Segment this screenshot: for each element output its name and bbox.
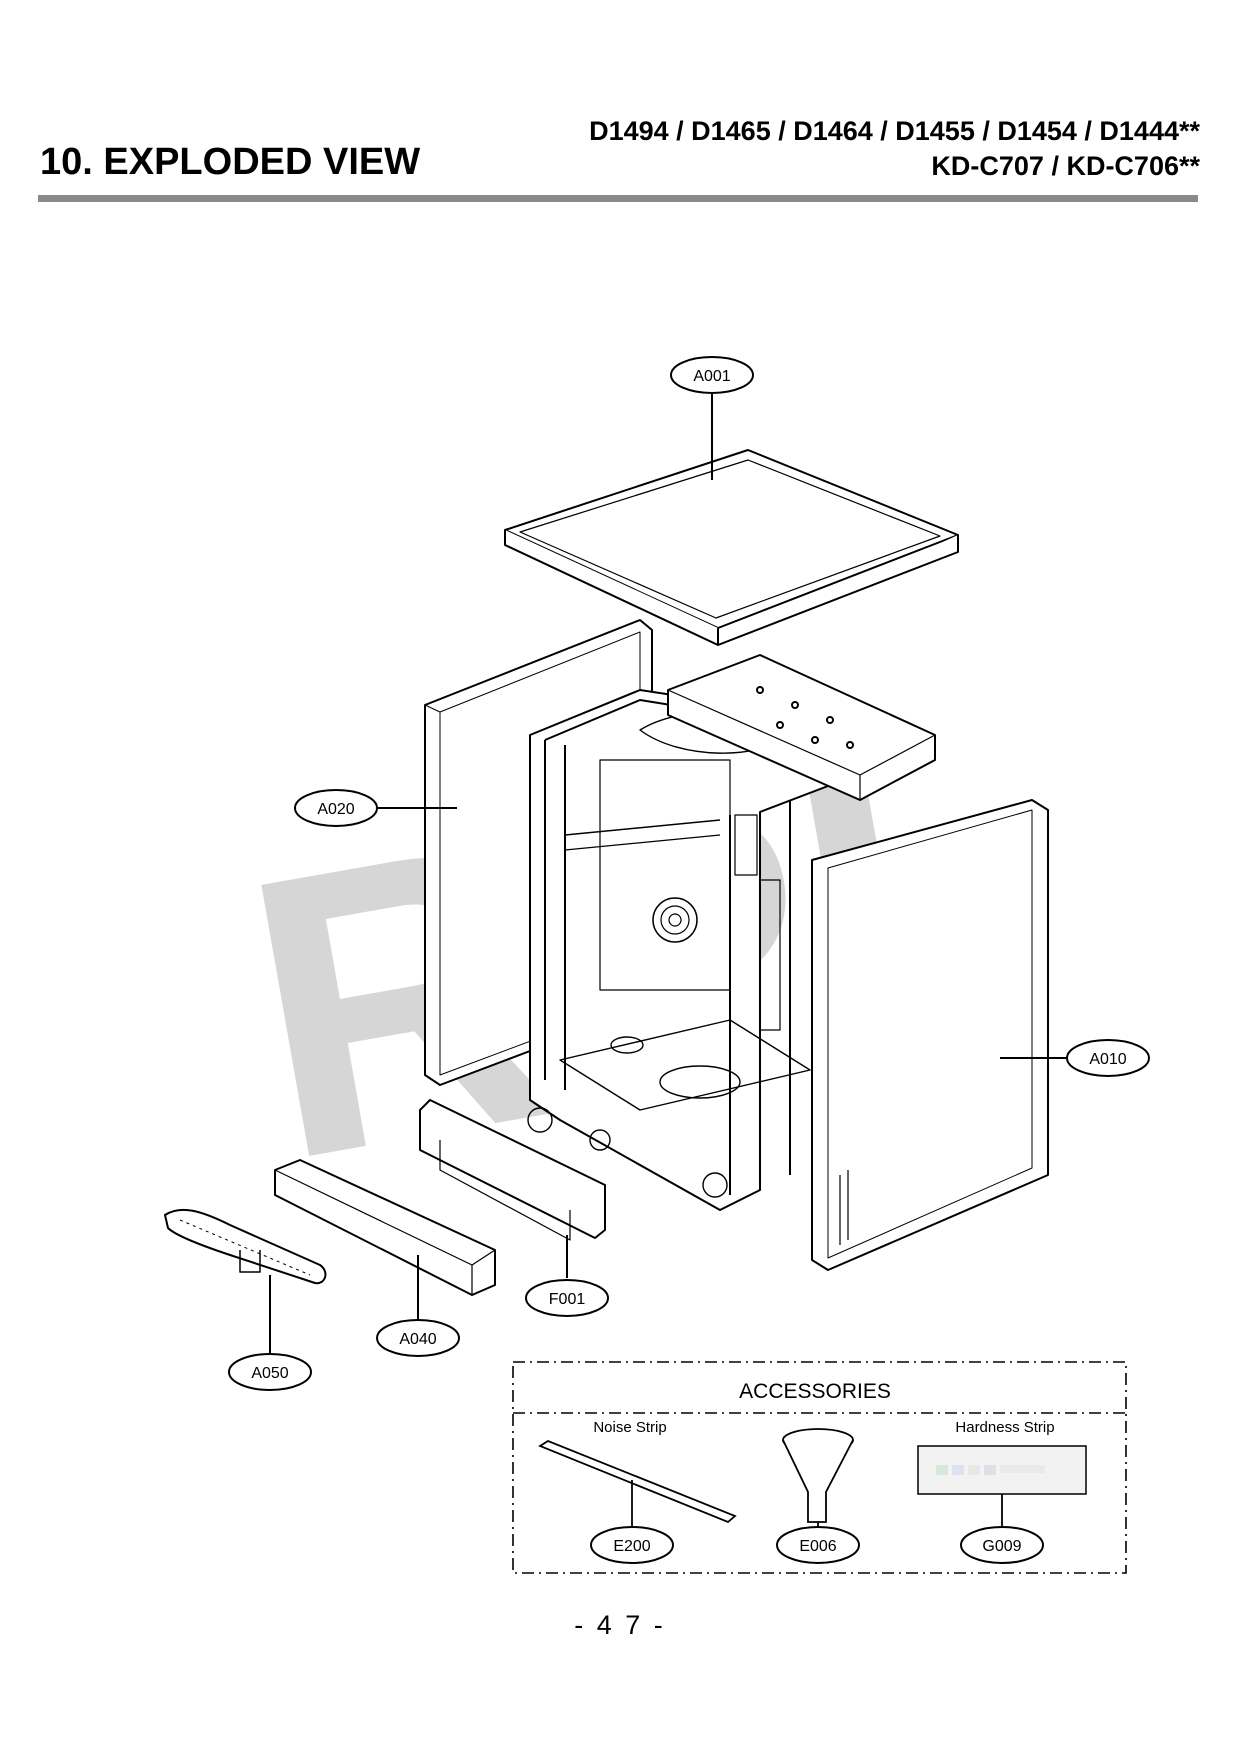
callout-g009: G009 (960, 1526, 1044, 1564)
noise-strip-shape (538, 1439, 737, 1524)
svg-text:E200: E200 (613, 1538, 650, 1555)
callout-a040: A040 (376, 1319, 460, 1357)
funnel-shape (782, 1428, 854, 1523)
callout-a050: A050 (228, 1353, 312, 1391)
noise-strip-label: Noise Strip (593, 1419, 666, 1436)
svg-text:G009: G009 (982, 1538, 1021, 1555)
svg-text:A001: A001 (693, 368, 730, 385)
callout-f001: F001 (525, 1279, 609, 1317)
callout-a010: A010 (1066, 1039, 1150, 1077)
svg-text:A050: A050 (251, 1365, 288, 1382)
spray-arm (164, 1208, 327, 1285)
svg-text:A010: A010 (1089, 1051, 1126, 1068)
model-line-2: KD-C707 / KD-C706** (931, 151, 1200, 181)
hardness-strip-shape (917, 1445, 1087, 1495)
svg-text:A020: A020 (317, 801, 354, 818)
callout-e006: E006 (776, 1526, 860, 1564)
accessories-title: ACCESSORIES (739, 1380, 891, 1403)
callout-e200: E200 (590, 1526, 674, 1564)
accessories-box: ACCESSORIES Noise Strip Hardness Strip E… (512, 1361, 1127, 1574)
toe-kick (274, 1159, 496, 1296)
model-line-1: D1494 / D1465 / D1464 / D1455 / D1454 / … (589, 116, 1200, 146)
header-rule (38, 195, 1198, 202)
callout-a020: A020 (294, 789, 378, 827)
top-bracket (667, 654, 936, 801)
model-list: D1494 / D1465 / D1464 / D1455 / D1454 / … (589, 114, 1200, 184)
callout-a001: A001 (670, 356, 754, 394)
page-title: 10. EXPLODED VIEW (40, 141, 421, 183)
page-number: - 4 7 - (574, 1610, 666, 1640)
right-side-panel (811, 799, 1049, 1271)
top-panel (504, 449, 959, 646)
kick-plate (419, 1099, 606, 1241)
svg-text:A040: A040 (399, 1331, 436, 1348)
hardness-strip-label: Hardness Strip (955, 1419, 1054, 1436)
svg-text:E006: E006 (799, 1538, 836, 1555)
svg-text:F001: F001 (549, 1291, 586, 1308)
